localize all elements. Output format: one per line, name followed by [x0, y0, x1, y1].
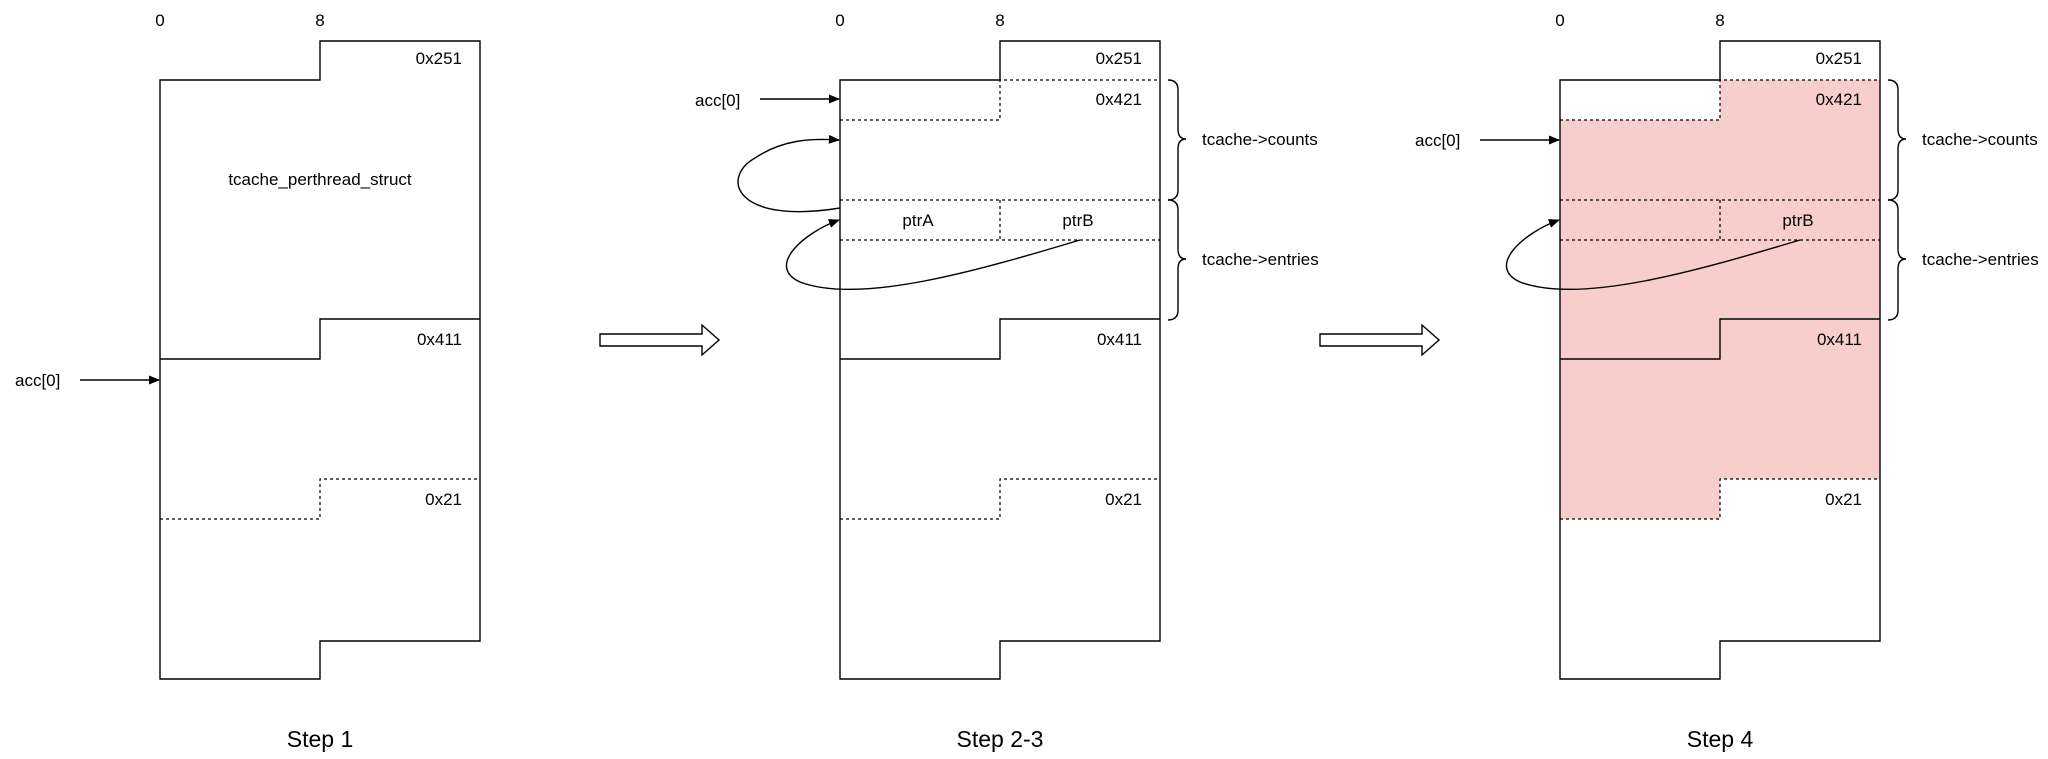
step-caption: Step 1	[287, 726, 354, 752]
chunk-boundary-0x21	[160, 478, 480, 520]
offset-label-0: 0	[155, 11, 164, 30]
size-label-0x411: 0x411	[417, 330, 462, 349]
brace-counts	[1887, 79, 1907, 201]
chunk-boundary-0x411	[840, 318, 1160, 360]
highlighted-overwrite-region	[1560, 80, 1880, 519]
size-label-0x21: 0x21	[425, 490, 462, 509]
offset-label-8: 8	[1715, 11, 1724, 30]
size-label-0x411: 0x411	[1817, 330, 1862, 349]
brace-counts	[1167, 79, 1187, 201]
transition-arrow-2	[1319, 323, 1441, 357]
field-ptrB: ptrB	[1062, 211, 1093, 230]
pointer-label: acc[0]	[1415, 131, 1460, 150]
size-label-0x421: 0x421	[1096, 90, 1142, 109]
brace-label-entries: tcache->entries	[1202, 250, 1319, 269]
size-label-0x411: 0x411	[1097, 330, 1142, 349]
size-label-0x251: 0x251	[1816, 49, 1862, 68]
field-ptrB: ptrB	[1782, 211, 1813, 230]
chunk-boundary-0x21	[840, 478, 1160, 520]
offset-label-8: 8	[315, 11, 324, 30]
offset-label-0: 0	[835, 11, 844, 30]
offset-label-0: 0	[1555, 11, 1564, 30]
loop-arrow-counts	[737, 134, 841, 213]
brace-label-entries: tcache->entries	[1922, 250, 2039, 269]
heap-outline	[1559, 40, 1881, 680]
struct-label: tcache_perthread_struct	[228, 170, 412, 189]
offset-label-8: 8	[995, 11, 1004, 30]
size-label-0x21: 0x21	[1825, 490, 1862, 509]
chunk-boundary-0x411	[1560, 318, 1880, 360]
size-label-0x251: 0x251	[1096, 49, 1142, 68]
size-label-0x251: 0x251	[416, 49, 462, 68]
chunk-boundary-0x411	[160, 318, 480, 360]
brace-entries	[1167, 199, 1187, 321]
panel-step-1: 0 8 0x251 0x411 0x21 tcache_perthread_st…	[15, 11, 481, 752]
heap-outline	[839, 40, 1161, 680]
field-ptrA: ptrA	[902, 211, 934, 230]
panel-step-4: 0 8 0x251 0x421 0x411 0x21 ptrB acc[0] t…	[1415, 11, 2039, 752]
panel-step-2-3: 0 8 0x251 0x421 0x411 0x21 ptrA ptrB acc…	[695, 11, 1319, 752]
size-label-0x421: 0x421	[1816, 90, 1862, 109]
brace-entries	[1887, 199, 1907, 321]
step-caption: Step 2-3	[957, 726, 1044, 752]
chunk-boundary-0x421	[1560, 79, 1880, 121]
chunk-boundary-0x421	[840, 79, 1160, 121]
heap-outline	[159, 40, 481, 680]
step-caption: Step 4	[1687, 726, 1754, 752]
loop-arrow-ptrB-to-entries	[1505, 219, 1801, 291]
pointer-label: acc[0]	[15, 371, 60, 390]
brace-label-counts: tcache->counts	[1202, 130, 1318, 149]
size-label-0x21: 0x21	[1105, 490, 1142, 509]
pointer-label: acc[0]	[695, 91, 740, 110]
transition-arrow-1	[599, 323, 721, 357]
brace-label-counts: tcache->counts	[1922, 130, 2038, 149]
loop-arrow-ptrB-to-entries	[785, 219, 1081, 291]
chunk-boundary-0x21	[1560, 478, 1880, 520]
